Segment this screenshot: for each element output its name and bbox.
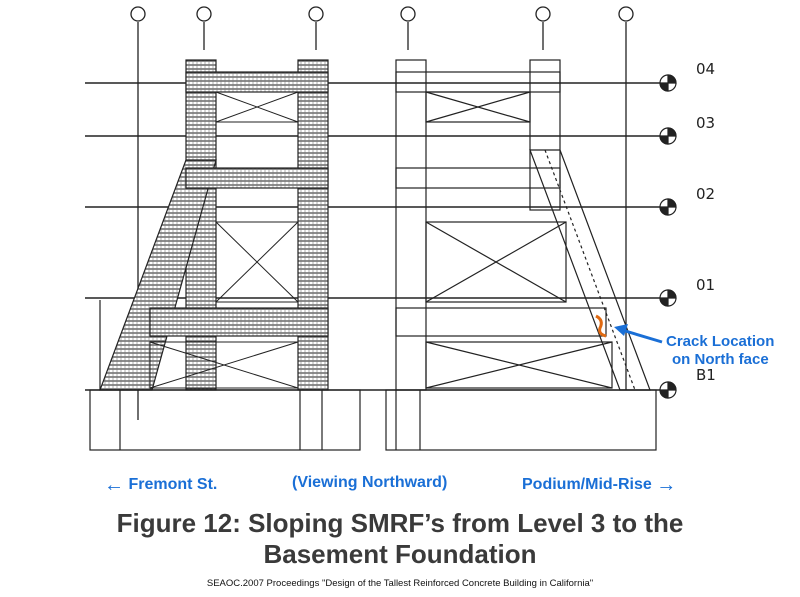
callout-arrow xyxy=(614,324,663,344)
level-label-03: 03 xyxy=(696,114,715,132)
level-marker-04 xyxy=(659,74,677,92)
level-marker-b1 xyxy=(659,381,677,399)
figure-caption: Figure 12: Sloping SMRF’s from Level 3 t… xyxy=(0,508,800,570)
level-label-04: 04 xyxy=(696,60,715,78)
crack-mark xyxy=(595,314,607,338)
callout-line-2: on North face xyxy=(672,351,769,368)
nav-center: (Viewing Northward) xyxy=(292,474,447,492)
caption-line-1: Figure 12: Sloping SMRF’s from Level 3 t… xyxy=(116,508,684,538)
level-marker-02 xyxy=(659,198,677,216)
callout-line-1: Crack Location xyxy=(666,333,774,350)
nav-right: Podium/Mid-Rise → xyxy=(522,474,676,497)
level-label-02: 02 xyxy=(696,185,715,203)
caption-line-2: Basement Foundation xyxy=(263,539,537,569)
level-label-b1: B1 xyxy=(696,366,716,384)
level-label-01: 01 xyxy=(696,276,715,294)
level-markers xyxy=(659,74,677,399)
nav-left: ← Fremont St. xyxy=(104,474,217,497)
right-frame xyxy=(385,59,657,451)
nav-left-label: Fremont St. xyxy=(128,476,218,493)
arrow-left-icon: ← xyxy=(104,474,124,496)
source-citation: SEAOC.2007 Proceedings "Design of the Ta… xyxy=(206,578,594,589)
nav-right-label: Podium/Mid-Rise xyxy=(522,476,652,493)
level-marker-01 xyxy=(659,289,677,307)
level-marker-03 xyxy=(659,127,677,145)
nav-center-label: (Viewing Northward) xyxy=(292,474,448,491)
left-frame xyxy=(89,59,361,451)
arrow-right-icon: → xyxy=(656,474,677,496)
